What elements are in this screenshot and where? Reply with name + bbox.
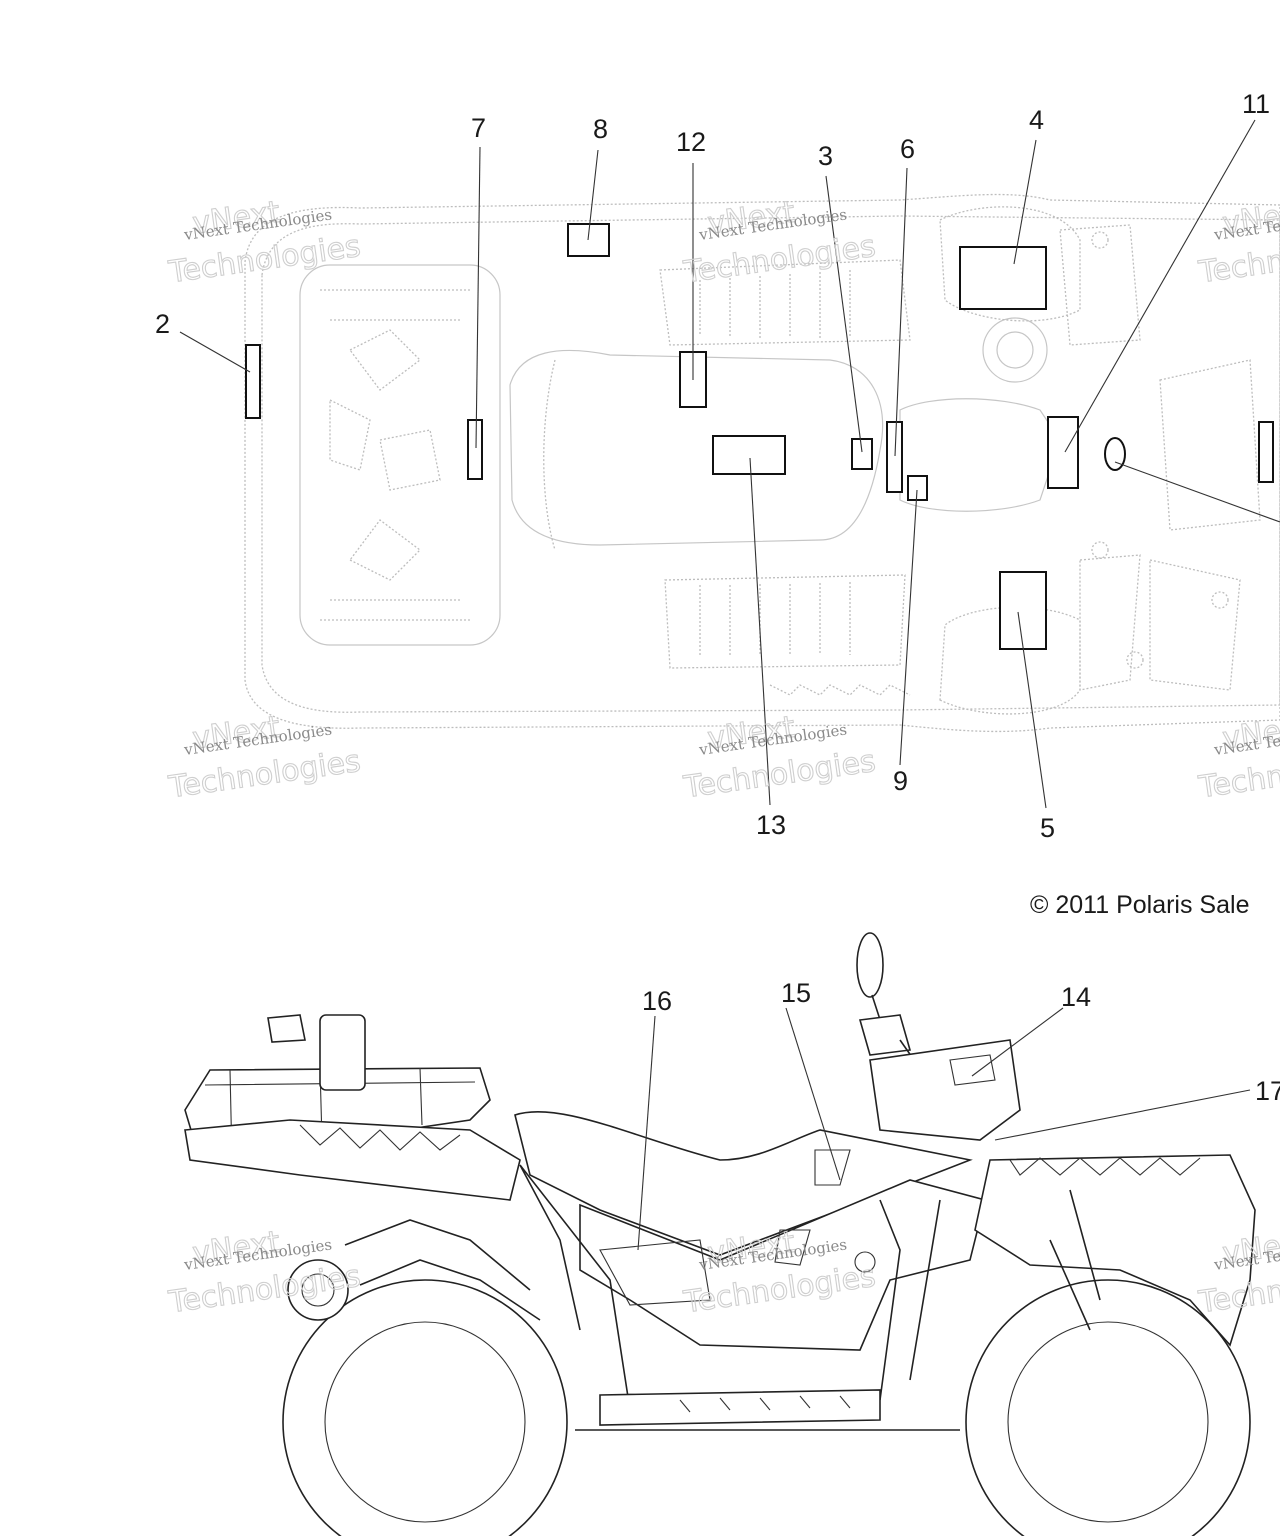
decal-7 (467, 419, 483, 480)
decal-5 (999, 571, 1047, 650)
decal-13 (712, 435, 786, 475)
callout-13: 13 (756, 810, 786, 840)
callout-14: 14 (1061, 982, 1091, 1012)
callout-2: 2 (155, 309, 170, 339)
watermark-5: vNext vNext Technologies Technologies (680, 709, 878, 806)
callout-15: 15 (781, 978, 811, 1008)
decal-10 (1258, 421, 1274, 483)
callout-5: 5 (1040, 813, 1055, 843)
callout-6: 6 (900, 134, 915, 164)
copyright-text: © 2011 Polaris Sale (1030, 891, 1249, 919)
top-view-vehicle (179, 119, 1280, 809)
callout-11: 11 (1242, 89, 1270, 119)
watermark-4: vNext vNext Technologies Technologies (165, 709, 363, 806)
watermark-6: vNext vNext Technologies Technologies (1195, 709, 1280, 806)
callout-17: 17 (1255, 1076, 1280, 1106)
side-view-vehicle (184, 932, 1256, 1536)
decal-2 (245, 344, 261, 419)
callout-9: 9 (893, 766, 908, 796)
decal-3 (851, 438, 873, 470)
decal-11 (1047, 416, 1079, 489)
decal-6 (886, 421, 903, 493)
callout-3: 3 (818, 141, 833, 171)
callout-16: 16 (642, 986, 672, 1016)
watermark-3: vNext vNext Technologies Technologies (1195, 194, 1280, 291)
decal-oval (1104, 437, 1126, 471)
callout-7: 7 (471, 113, 486, 143)
decal-4 (959, 246, 1047, 310)
watermark-1: vNext vNext Technologies Technologies (165, 194, 363, 291)
callout-12: 12 (676, 127, 706, 157)
decal-9 (907, 475, 928, 501)
callout-4: 4 (1029, 105, 1044, 135)
callout-8: 8 (593, 114, 608, 144)
